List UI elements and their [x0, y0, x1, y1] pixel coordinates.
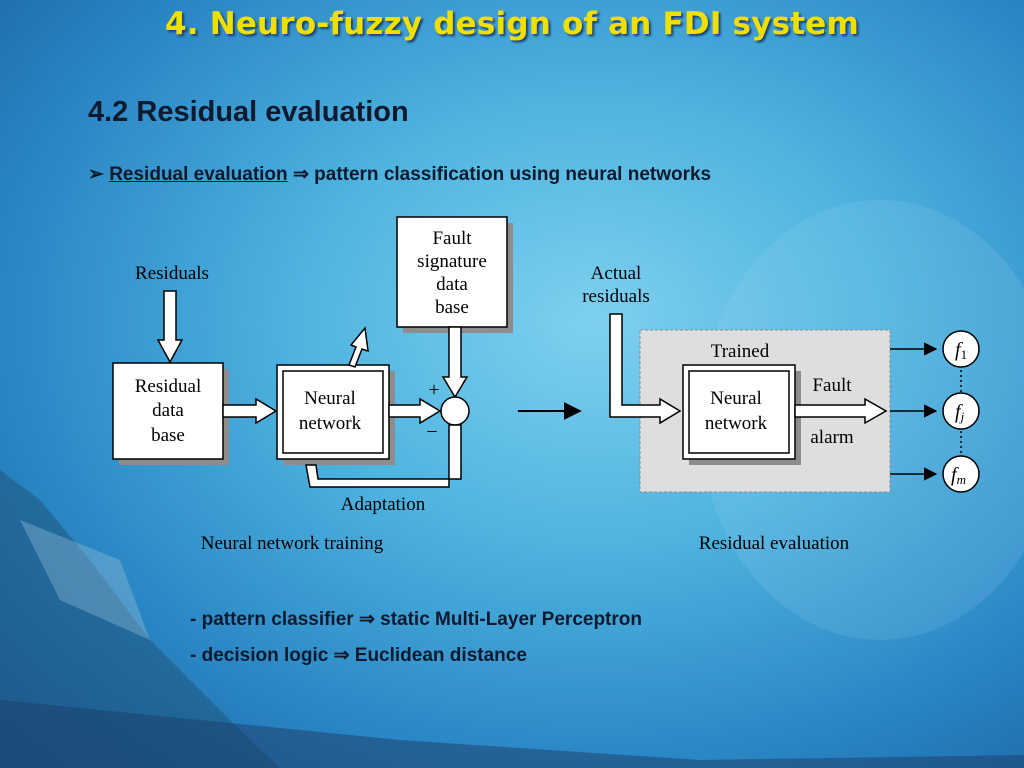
- residuals-label: Residuals: [135, 263, 209, 284]
- neural-network-trained-box: Neural network: [682, 364, 801, 465]
- output-label-f1: f1: [955, 339, 967, 362]
- nn-left-line2: network: [299, 413, 362, 434]
- actual-residuals-arrow: [609, 313, 682, 425]
- alarm-label: alarm: [810, 427, 853, 448]
- residual-data-base-box: Residual data base: [112, 362, 229, 465]
- nn-right-line2: network: [705, 413, 768, 434]
- nn-to-sum-arrow: [388, 397, 442, 425]
- trained-label: Trained: [711, 341, 770, 362]
- nn-left-line1: Neural: [304, 388, 356, 409]
- plus-sign: +: [428, 379, 439, 401]
- bullet-rest-text: pattern classification using neural netw…: [314, 164, 712, 185]
- residual-db-line2: data: [152, 400, 184, 421]
- residuals-arrow: [156, 290, 184, 364]
- note-pattern-classifier: - pattern classifier ⇒ static Multi-Laye…: [190, 609, 642, 630]
- output-label-fj: fj: [955, 401, 965, 424]
- implies-arrow: ⇒: [292, 164, 309, 185]
- residual-db-line3: base: [151, 425, 185, 446]
- fault-sig-line3: data: [436, 274, 468, 295]
- nn-to-alarm-arrow: [794, 397, 888, 425]
- neural-network-training-box: Neural network: [276, 364, 395, 465]
- fault-label: Fault: [812, 375, 852, 396]
- nn-right-line1: Neural: [710, 388, 762, 409]
- bullet-residual-evaluation: ➢ Residual evaluation ⇒ pattern classifi…: [88, 163, 711, 186]
- note-decision-logic: - decision logic ⇒ Euclidean distance: [190, 645, 527, 666]
- training-caption: Neural network training: [201, 533, 384, 554]
- adaptation-loop: [305, 424, 462, 488]
- arrow-bullet-icon: ➢: [88, 164, 104, 185]
- fault-signature-db-box: Fault signature data base: [396, 216, 513, 333]
- summing-junction: [440, 396, 470, 426]
- db-to-nn-arrow: [222, 397, 278, 425]
- fault-sig-line4: base: [435, 297, 469, 318]
- fault-sig-line1: Fault: [432, 228, 472, 249]
- fault-sig-line2: signature: [417, 251, 487, 272]
- minus-sign: −: [426, 421, 437, 443]
- output-node-f1: [942, 330, 980, 368]
- section-subtitle: 4.2 Residual evaluation: [88, 96, 409, 128]
- output-node-fj: [942, 392, 980, 430]
- output-node-fm: [942, 455, 980, 493]
- evaluation-caption: Residual evaluation: [699, 533, 850, 554]
- actual-residuals-line1: Actual: [591, 263, 642, 284]
- output-label-fm: fm: [951, 464, 966, 487]
- nn-output-up-arrow: [348, 326, 369, 368]
- adaptation-label: Adaptation: [341, 494, 426, 515]
- slide-title: 4. Neuro-fuzzy design of an FDI system: [164, 6, 860, 42]
- actual-residuals-line2: residuals: [582, 286, 650, 307]
- residual-db-line1: Residual: [135, 376, 202, 397]
- faultsig-to-sum-arrow: [441, 326, 469, 399]
- bullet-underlined-term: Residual evaluation: [109, 164, 288, 185]
